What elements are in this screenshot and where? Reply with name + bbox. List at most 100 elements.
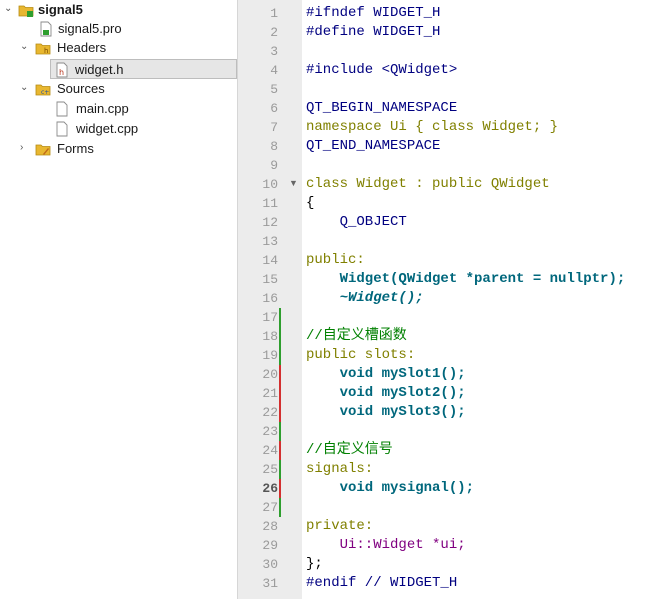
line-number: 21 <box>262 386 278 401</box>
code-text: Widget(QWidget *parent = nullptr); <box>306 271 626 287</box>
code-line[interactable]: void mySlot3(); <box>306 403 466 422</box>
code-text: public slots: <box>306 347 416 363</box>
line-number: 5 <box>270 82 278 97</box>
tree-item-headers[interactable]: ⌄ h Headers <box>0 38 237 58</box>
code-line[interactable]: }; <box>306 555 323 574</box>
tree-item-forms[interactable]: › Forms <box>0 139 237 159</box>
line-number: 4 <box>270 63 278 78</box>
tree-item-pro-file[interactable]: signal5.pro <box>0 19 237 39</box>
svg-text:h: h <box>59 68 64 77</box>
code-line[interactable]: namespace Ui { class Widget; } <box>306 118 558 137</box>
code-line[interactable]: Q_OBJECT <box>306 213 407 232</box>
code-text: #include <QWidget> <box>306 62 458 78</box>
line-number: 28 <box>262 519 278 534</box>
code-line[interactable]: #endif // WIDGET_H <box>306 574 457 593</box>
code-text: public: <box>306 252 365 268</box>
code-line[interactable]: class Widget : public QWidget <box>306 175 550 194</box>
code-text: #ifndef WIDGET_H <box>306 5 441 21</box>
sources-label: Sources <box>57 81 105 96</box>
line-number: 23 <box>262 424 278 439</box>
line-number: 20 <box>262 367 278 382</box>
svg-text:c+: c+ <box>41 89 49 96</box>
code-line[interactable]: #include <QWidget> <box>306 61 457 80</box>
code-line[interactable]: //自定义信号 <box>306 441 393 460</box>
code-text: { <box>306 195 315 211</box>
code-text: QT_BEGIN_NAMESPACE <box>306 100 458 116</box>
code-text: #define WIDGET_H <box>306 24 441 40</box>
code-line[interactable]: #define WIDGET_H <box>306 23 440 42</box>
project-folder-icon <box>18 5 34 17</box>
tree-item-project[interactable]: ⌄ signal5 <box>0 0 237 20</box>
chevron-down-icon[interactable]: ⌄ <box>20 41 29 52</box>
headers-label: Headers <box>57 40 107 55</box>
code-line-current[interactable]: void mysignal(); <box>306 479 474 498</box>
line-number: 12 <box>262 215 278 230</box>
tree-item-sources[interactable]: ⌄ c+ Sources <box>0 79 237 99</box>
code-text: //自定义槽函数 <box>306 328 407 344</box>
project-label: signal5 <box>38 2 83 17</box>
line-number: 8 <box>270 139 278 154</box>
pro-file-icon <box>40 21 52 37</box>
code-line[interactable]: void mySlot2(); <box>306 384 466 403</box>
code-editor[interactable]: #ifndef WIDGET_H #define WIDGET_H #inclu… <box>302 0 660 599</box>
change-marker-modified <box>279 479 281 498</box>
line-number: 27 <box>262 500 278 515</box>
code-line[interactable]: public: <box>306 251 365 270</box>
chevron-right-icon[interactable]: › <box>20 142 24 153</box>
line-number: 16 <box>262 291 278 306</box>
code-line[interactable]: signals: <box>306 460 373 479</box>
line-number: 31 <box>262 576 278 591</box>
code-text: void mySlot2(); <box>306 385 466 401</box>
line-number: 7 <box>270 120 278 135</box>
forms-folder-icon <box>35 144 51 156</box>
code-line[interactable]: void mySlot1(); <box>306 365 466 384</box>
fold-arrow-icon[interactable]: ▼ <box>289 178 298 188</box>
line-number: 15 <box>262 272 278 287</box>
line-number: 3 <box>270 44 278 59</box>
code-line[interactable]: public slots: <box>306 346 415 365</box>
headers-folder-icon: h <box>35 43 51 55</box>
code-text: class Widget : public QWidget <box>306 176 550 192</box>
code-line[interactable]: #ifndef WIDGET_H <box>306 4 440 23</box>
code-text: ~Widget(); <box>306 290 424 306</box>
change-marker-modified <box>279 365 281 422</box>
pro-file-label: signal5.pro <box>58 21 122 36</box>
chevron-down-icon[interactable]: ⌄ <box>4 3 13 14</box>
change-marker-added <box>279 327 281 365</box>
widget-cpp-label: widget.cpp <box>76 121 139 136</box>
code-line[interactable]: //自定义槽函数 <box>306 327 407 346</box>
line-number: 1 <box>270 6 278 21</box>
line-number: 11 <box>262 196 278 211</box>
line-number: 18 <box>262 329 278 344</box>
code-text: private: <box>306 518 374 534</box>
code-text: void mySlot3(); <box>306 404 466 420</box>
line-number-current: 26 <box>262 481 278 496</box>
line-number: 10 <box>262 177 278 192</box>
line-number: 13 <box>262 234 278 249</box>
change-marker-added <box>279 498 281 517</box>
code-text: signals: <box>306 461 374 477</box>
line-number-gutter: 1 2 3 4 5 6 7 8 9 10 11 12 13 14 15 16 1… <box>238 0 302 599</box>
chevron-down-icon[interactable]: ⌄ <box>20 82 29 93</box>
tree-item-main-cpp[interactable]: main.cpp <box>0 99 237 119</box>
code-line[interactable]: private: <box>306 517 373 536</box>
code-text: namespace Ui { class Widget; } <box>306 119 559 135</box>
code-line[interactable]: ~Widget(); <box>306 289 424 308</box>
code-text: #endif // WIDGET_H <box>306 575 458 591</box>
widget-h-label: widget.h <box>75 62 124 77</box>
code-text: void mysignal(); <box>306 480 475 496</box>
line-number: 14 <box>262 253 278 268</box>
change-marker-added <box>279 422 281 441</box>
code-line[interactable]: { <box>306 194 314 213</box>
tree-item-widget-cpp[interactable]: widget.cpp <box>0 119 237 139</box>
code-line[interactable]: QT_END_NAMESPACE <box>306 137 440 156</box>
change-marker-added <box>279 308 281 327</box>
code-text: Ui::Widget *ui; <box>306 537 466 553</box>
code-line[interactable]: QT_BEGIN_NAMESPACE <box>306 99 457 118</box>
line-number: 29 <box>262 538 278 553</box>
svg-text:h: h <box>44 47 48 55</box>
code-text: Q_OBJECT <box>306 214 407 230</box>
code-line[interactable]: Ui::Widget *ui; <box>306 536 466 555</box>
tree-item-widget-h[interactable]: h widget.h <box>50 59 237 79</box>
code-line[interactable]: Widget(QWidget *parent = nullptr); <box>306 270 626 289</box>
